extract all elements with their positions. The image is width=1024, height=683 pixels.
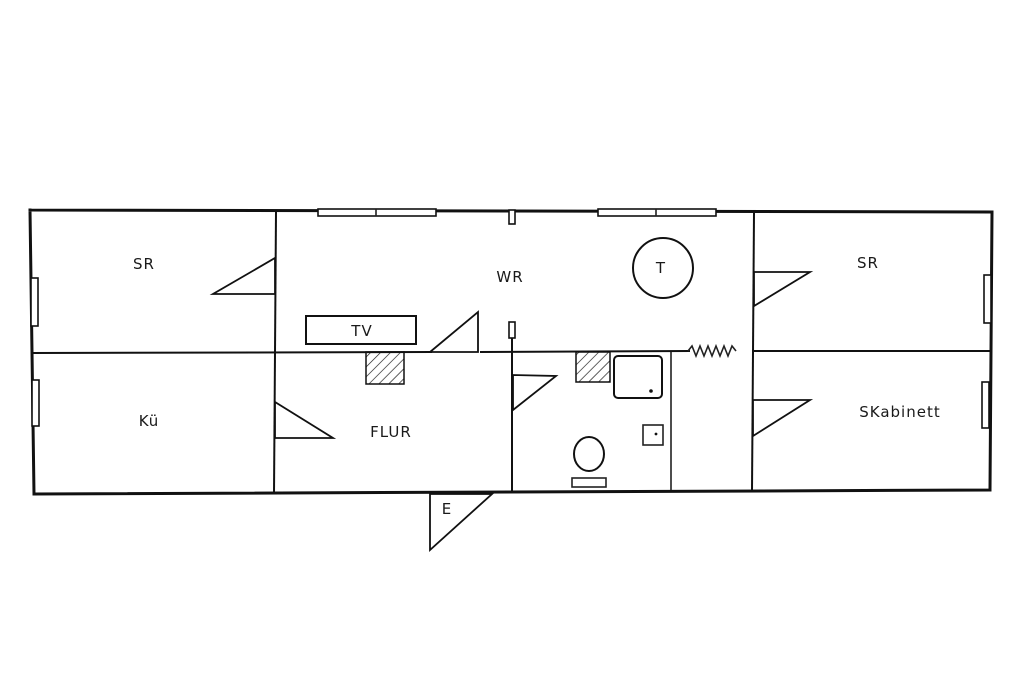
chimney-bath	[575, 351, 611, 383]
window-right-lower	[981, 381, 990, 429]
door-skabinett	[752, 399, 814, 438]
door-wr	[427, 310, 479, 353]
tv-unit	[305, 315, 417, 345]
door-entrance	[429, 493, 495, 553]
window-left-lower	[31, 379, 40, 427]
window-top-left	[317, 208, 437, 217]
label-kue: Kü	[139, 412, 160, 430]
label-entrance: E	[442, 500, 452, 518]
zigzag-partition	[687, 343, 737, 359]
chimneys	[365, 351, 611, 385]
label-skabinett: SKabinett	[859, 403, 940, 421]
label-tv: TV	[350, 322, 372, 340]
fixtures	[305, 237, 694, 488]
window-right-upper	[983, 274, 992, 324]
room-labels: SR WR SR Kü FLUR SKabinett TV T E	[133, 254, 940, 518]
shower-tray	[613, 355, 663, 399]
label-table: T	[655, 259, 666, 277]
wall-stub-top-block	[508, 209, 516, 225]
door-sr-left	[209, 256, 276, 295]
doors	[209, 256, 814, 553]
window-top-right	[597, 208, 717, 217]
label-sr-right: SR	[857, 254, 879, 272]
chimney-flur	[365, 351, 405, 385]
window-left-upper	[30, 277, 39, 327]
label-wr: WR	[496, 268, 523, 286]
door-sr-right	[753, 271, 814, 308]
interior-walls	[31, 209, 990, 495]
wall-stub-bottom-block	[508, 321, 516, 339]
label-flur: FLUR	[370, 423, 412, 441]
table-circle	[632, 237, 694, 299]
door-bath	[512, 374, 559, 412]
door-kue	[274, 400, 337, 439]
washbasin	[642, 424, 664, 446]
toilet-bowl	[573, 436, 605, 472]
shower-drain	[649, 389, 653, 393]
toilet-tank	[571, 477, 607, 488]
windows	[30, 208, 992, 429]
label-sr-left: SR	[133, 255, 155, 273]
